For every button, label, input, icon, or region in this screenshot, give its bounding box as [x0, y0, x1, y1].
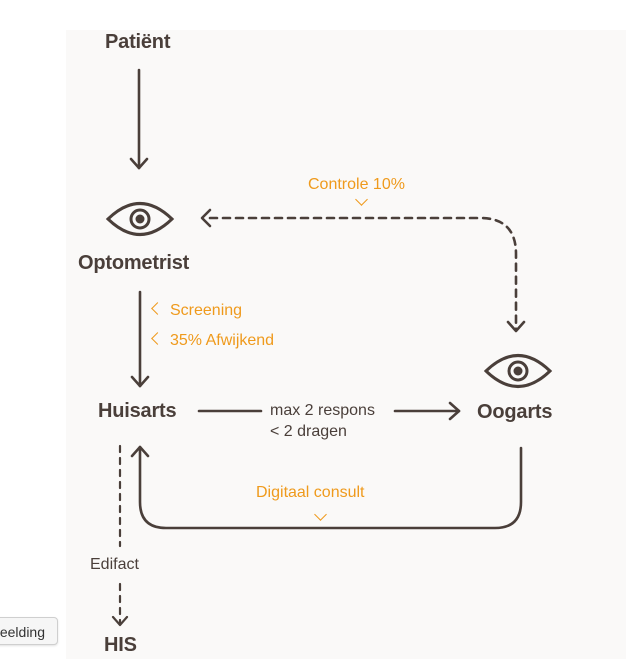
label-dragen: < 2 dragen: [270, 423, 347, 440]
label-edifact: Edifact: [90, 556, 139, 573]
label-digitaal-consult: Digitaal consult: [256, 484, 365, 501]
arrow-optometrist-to-huisarts: [130, 290, 150, 388]
arrow-digitaal-consult: [130, 445, 523, 530]
arrow-huisarts-to-his: [111, 444, 129, 627]
chevron-left-icon: [151, 332, 164, 345]
label-screening-text: Screening: [170, 302, 243, 319]
node-patient: Patiënt: [105, 31, 171, 53]
label-afwijkend-text: 35% Afwijkend: [170, 332, 275, 349]
node-oogarts: Oogarts: [477, 401, 553, 423]
label-respons: max 2 respons: [270, 402, 375, 419]
arrow-huisarts-to-oogarts: [197, 401, 461, 421]
chevron-left-icon: [151, 302, 164, 315]
label-screening: Screening: [150, 302, 242, 320]
arrow-controle-loop: [200, 208, 526, 333]
node-optometrist: Optometrist: [78, 252, 190, 274]
label-afwijkend: 35% Afwijkend: [150, 332, 274, 350]
node-huisarts: Huisarts: [98, 400, 177, 422]
diagram-panel: [66, 30, 626, 659]
node-his: HIS: [104, 634, 137, 656]
eye-icon: [105, 202, 175, 236]
tooltip-popup[interactable]: eelding: [0, 617, 58, 645]
arrow-patient-to-optometrist: [129, 68, 149, 170]
label-controle: Controle 10%: [308, 176, 405, 193]
eye-icon: [483, 354, 553, 388]
